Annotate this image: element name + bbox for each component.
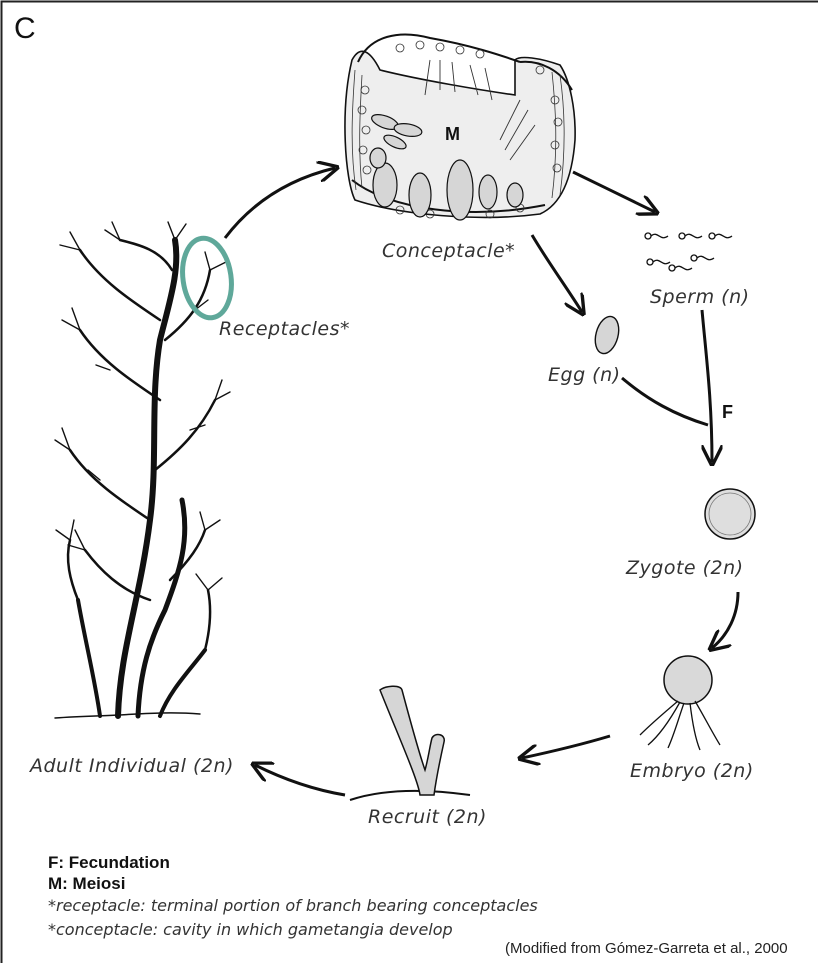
egg-illustration bbox=[591, 314, 622, 356]
label-egg: Egg (n) bbox=[548, 364, 621, 386]
adult-seaweed-illustration bbox=[55, 222, 230, 718]
embryo-illustration bbox=[640, 656, 720, 750]
legend-receptacle-note: *receptacle: terminal portion of branch … bbox=[48, 894, 748, 918]
arrow-egg-to-fecundation bbox=[622, 378, 708, 425]
arrow-sperm-to-zygote bbox=[702, 310, 712, 462]
sperm-illustration bbox=[645, 233, 732, 271]
arrow-zygote-to-embryo bbox=[712, 592, 738, 648]
label-embryo: Embryo (2n) bbox=[630, 760, 754, 782]
arrow-conceptacle-to-egg bbox=[532, 235, 582, 312]
arrow-embryo-to-recruit bbox=[522, 736, 610, 758]
panel-letter: C bbox=[14, 12, 36, 46]
legend-meiosis: M: Meiosi bbox=[48, 873, 748, 894]
fecundation-marker: F bbox=[722, 402, 733, 423]
legend: F: Fecundation M: Meiosi *receptacle: te… bbox=[48, 852, 748, 942]
legend-conceptacle-note: *conceptacle: cavity in which gametangia… bbox=[48, 918, 748, 942]
label-recruit: Recruit (2n) bbox=[368, 806, 487, 828]
label-sperm: Sperm (n) bbox=[650, 286, 750, 308]
arrow-recruit-to-adult bbox=[255, 765, 345, 795]
arrow-receptacles-to-conceptacle bbox=[225, 168, 335, 238]
label-receptacles: Receptacles* bbox=[219, 318, 350, 340]
arrow-conceptacle-to-sperm bbox=[573, 172, 655, 212]
label-zygote: Zygote (2n) bbox=[626, 557, 744, 579]
legend-fecundation: F: Fecundation bbox=[48, 852, 748, 873]
label-adult-individual: Adult Individual (2n) bbox=[30, 755, 234, 777]
zygote-illustration bbox=[705, 489, 755, 539]
citation: (Modified from Gómez-Garreta et al., 200… bbox=[505, 940, 788, 957]
recruit-illustration bbox=[350, 686, 470, 800]
label-conceptacle: Conceptacle* bbox=[382, 240, 515, 262]
receptacles-highlight-ring bbox=[178, 235, 237, 321]
meiosis-marker: M bbox=[445, 124, 460, 145]
conceptacle-illustration bbox=[345, 35, 575, 220]
